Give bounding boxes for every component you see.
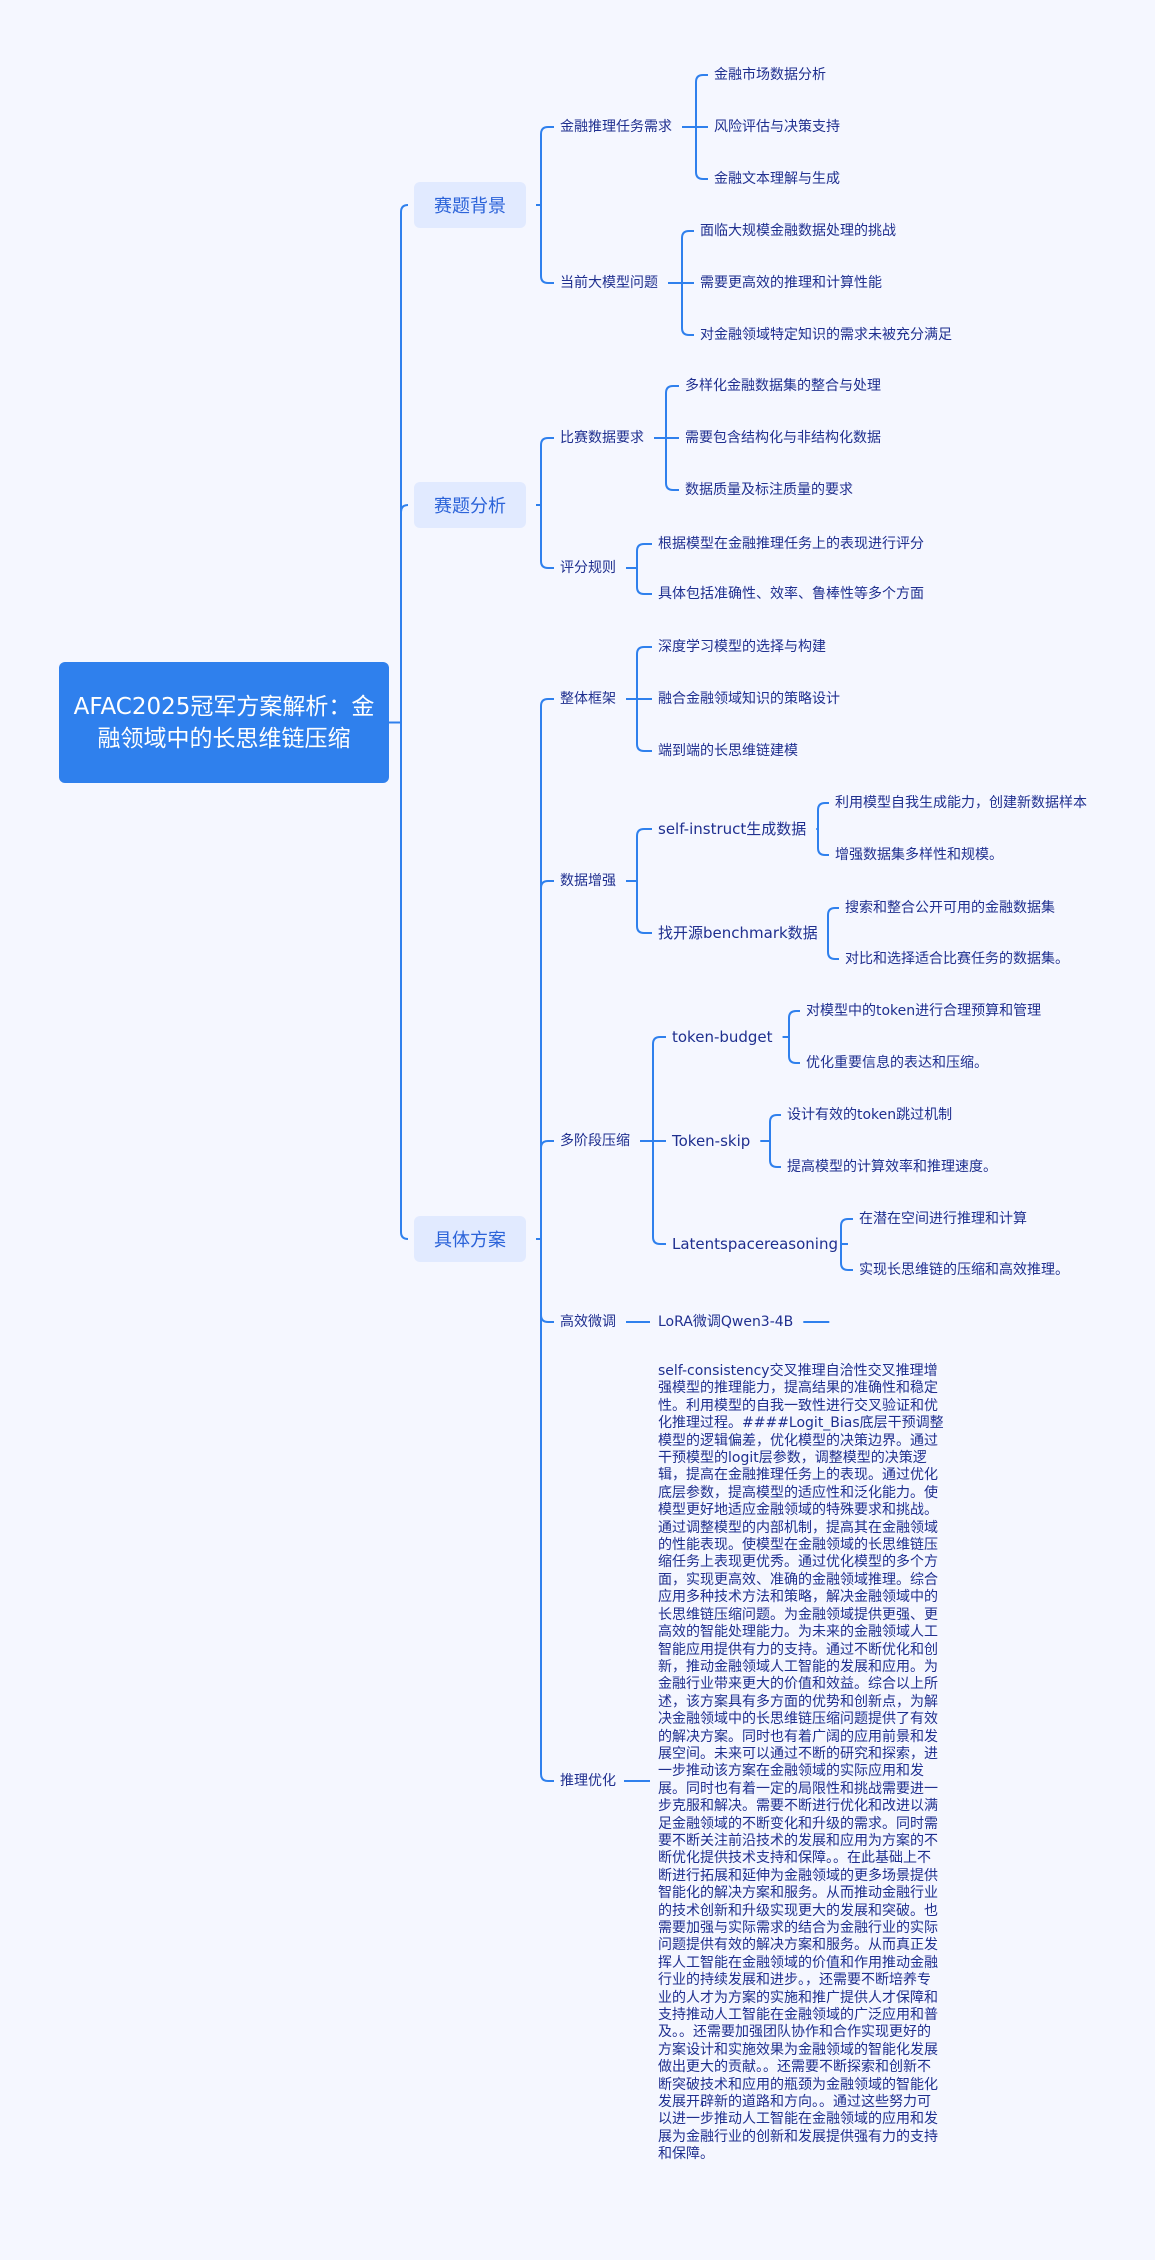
connector-line — [636, 586, 652, 595]
connector-line — [540, 880, 554, 889]
subtopic-finance-task[interactable]: 金融推理任务需求 — [560, 119, 672, 135]
connector-line — [540, 437, 554, 446]
leaf-node[interactable]: 搜索和整合公开可用的金融数据集 — [845, 900, 1055, 916]
node-token-budget[interactable]: token-budget — [672, 1028, 773, 1046]
connector-line — [652, 1036, 666, 1045]
connector-line — [840, 1218, 853, 1227]
leaf-node[interactable]: 优化重要信息的表达和压缩。 — [806, 1055, 988, 1071]
connector-line — [681, 327, 694, 336]
root-topic-label: AFAC2025冠军方案解析：金融领域中的长思维链压缩 — [73, 693, 375, 752]
topic-label: 赛题背景 — [434, 196, 506, 217]
topic-label: 赛题分析 — [434, 496, 506, 517]
connector-line — [400, 204, 409, 213]
connector-line — [695, 171, 708, 180]
connector-line — [400, 504, 409, 513]
reasoning-text-node[interactable]: self-consistency交叉推理自洽性交叉推理增强模型的推理能力，提高结… — [658, 1363, 944, 2163]
subtopic-reasoning[interactable]: 推理优化 — [560, 1773, 616, 1789]
subtopic-llm-problems[interactable]: 当前大模型问题 — [560, 275, 658, 291]
connector-line — [400, 1231, 409, 1240]
leaf-node[interactable]: 需要更高效的推理和计算性能 — [700, 275, 882, 291]
connector-line — [665, 385, 679, 394]
subtopic-finetune[interactable]: 高效微调 — [560, 1314, 616, 1330]
subtopic-scoring[interactable]: 评分规则 — [560, 560, 616, 576]
connector-line — [540, 1140, 554, 1149]
connector-line — [788, 1055, 800, 1064]
connector-line — [652, 1236, 666, 1245]
node-latent-space[interactable]: Latentspacereasoning — [672, 1235, 839, 1253]
leaf-node[interactable]: 需要包含结构化与非结构化数据 — [685, 430, 881, 446]
leaf-node[interactable]: 实现长思维链的压缩和高效推理。 — [859, 1262, 1069, 1278]
connector-line — [827, 907, 839, 916]
leaf-node[interactable]: 对金融领域特定知识的需求未被充分满足 — [700, 327, 952, 343]
leaf-node[interactable]: 风险评估与决策支持 — [714, 119, 840, 135]
leaf-node[interactable]: 数据质量及标注质量的要求 — [685, 482, 853, 498]
subtopic-data-requirements[interactable]: 比赛数据要求 — [560, 430, 644, 446]
connector-line — [769, 1114, 781, 1123]
connector-line — [636, 543, 652, 552]
connector-line — [817, 802, 829, 811]
leaf-node[interactable]: 对比和选择适合比赛任务的数据集。 — [845, 951, 1069, 967]
node-token-skip[interactable]: Token-skip — [672, 1132, 751, 1150]
node-self-instruct[interactable]: self-instruct生成数据 — [658, 820, 807, 838]
topic-label: 具体方案 — [434, 1230, 506, 1251]
connector-line — [636, 925, 652, 934]
connector-line — [681, 230, 694, 239]
leaf-lora[interactable]: LoRA微调Qwen3-4B — [658, 1314, 794, 1330]
connector-line — [636, 646, 652, 655]
node-benchmark[interactable]: 找开源benchmark数据 — [658, 924, 818, 942]
leaf-node[interactable]: 提高模型的计算效率和推理速度。 — [787, 1159, 997, 1175]
connector-line — [540, 1773, 554, 1782]
subtopic-compression[interactable]: 多阶段压缩 — [560, 1133, 630, 1149]
subtopic-framework[interactable]: 整体框架 — [560, 691, 616, 707]
leaf-node[interactable]: 深度学习模型的选择与构建 — [658, 639, 826, 655]
leaf-node[interactable]: 融合金融领域知识的策略设计 — [658, 691, 840, 707]
leaf-node[interactable]: 面临大规模金融数据处理的挑战 — [700, 223, 896, 239]
connector-line — [788, 1010, 800, 1019]
connector-line — [540, 275, 554, 284]
leaf-node[interactable]: 利用模型自我生成能力，创建新数据样本 — [835, 795, 1087, 811]
leaf-node[interactable]: 多样化金融数据集的整合与处理 — [685, 378, 881, 394]
connector-line — [636, 828, 652, 837]
leaf-node[interactable]: 金融市场数据分析 — [714, 67, 826, 83]
topic-solution[interactable]: 具体方案 — [414, 1216, 526, 1262]
connector-line — [540, 698, 554, 707]
root-topic[interactable]: AFAC2025冠军方案解析：金融领域中的长思维链压缩 — [59, 662, 389, 783]
connector-line — [817, 847, 829, 856]
leaf-node[interactable]: 根据模型在金融推理任务上的表现进行评分 — [658, 536, 924, 552]
subtopic-augmentation[interactable]: 数据增强 — [560, 873, 616, 889]
connector-line — [540, 126, 554, 135]
connector-line — [540, 560, 554, 569]
connector-line — [695, 74, 708, 83]
connector-line — [840, 1262, 853, 1271]
leaf-node[interactable]: 端到端的长思维链建模 — [658, 743, 798, 759]
connector-line — [769, 1159, 781, 1168]
leaf-node[interactable]: 增强数据集多样性和规模。 — [835, 847, 1003, 863]
topic-background[interactable]: 赛题背景 — [414, 182, 526, 228]
connector-line — [636, 743, 652, 752]
leaf-node[interactable]: 金融文本理解与生成 — [714, 171, 840, 187]
leaf-node[interactable]: 具体包括准确性、效率、鲁棒性等多个方面 — [658, 586, 924, 602]
connector-line — [540, 1314, 554, 1323]
topic-analysis[interactable]: 赛题分析 — [414, 482, 526, 528]
leaf-node[interactable]: 在潜在空间进行推理和计算 — [859, 1211, 1027, 1227]
leaf-node[interactable]: 设计有效的token跳过机制 — [787, 1107, 953, 1123]
connector-line — [665, 482, 679, 491]
leaf-node[interactable]: 对模型中的token进行合理预算和管理 — [806, 1003, 1042, 1019]
connector-line — [827, 951, 839, 960]
